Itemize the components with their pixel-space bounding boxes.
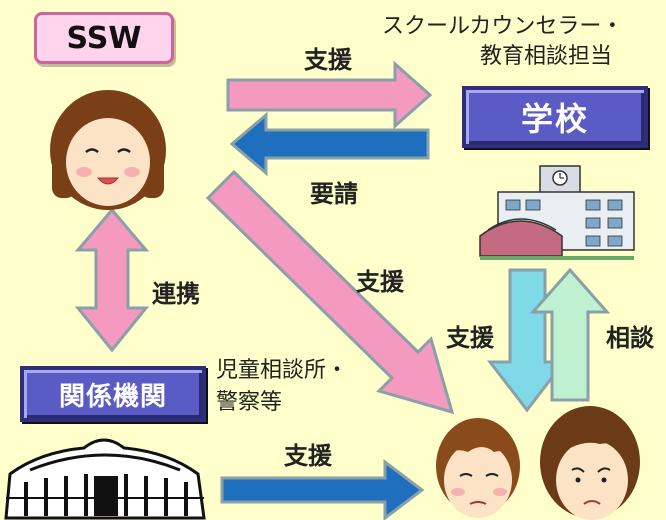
support-arrow-bottom: [220, 458, 425, 520]
child-guidance-label-line2: 警察等: [216, 390, 283, 415]
agencies-label-box: 関係機関: [20, 366, 206, 422]
school-label-box: 学校: [462, 86, 648, 148]
government-building-icon: [4, 438, 206, 520]
agencies-label: 関係機関: [58, 381, 167, 412]
counselor-label-line2: 教育相談担当: [480, 44, 613, 69]
boy-face-icon: [436, 418, 520, 518]
consultation-label: 相談: [606, 324, 654, 352]
support-label-top: 支援: [304, 46, 352, 74]
cooperation-arrow: [74, 207, 150, 353]
school-label: 学校: [520, 100, 589, 138]
child-guidance-label-line1: 児童相談所・: [216, 358, 349, 383]
request-arrow-to-ssw: [229, 111, 430, 177]
woman-face-icon: [50, 90, 166, 210]
support-label-diagonal: 支援: [356, 268, 404, 296]
ssw-label-box: SSW: [34, 12, 174, 64]
girl-face-icon: [540, 406, 640, 520]
support-arrow-to-school: [226, 60, 433, 130]
support-arrow-diagonal: [205, 169, 455, 415]
request-label: 要請: [310, 180, 358, 208]
support-label-vertical: 支援: [446, 324, 494, 352]
support-arrow-down: [486, 268, 568, 413]
ssw-label: SSW: [66, 20, 142, 56]
consultation-arrow-up: [529, 267, 611, 402]
counselor-label-line1: スクールカウンセラー・: [382, 14, 624, 39]
school-building-icon: [479, 165, 635, 260]
support-label-bottom: 支援: [284, 442, 332, 470]
cooperation-label: 連携: [152, 280, 200, 308]
